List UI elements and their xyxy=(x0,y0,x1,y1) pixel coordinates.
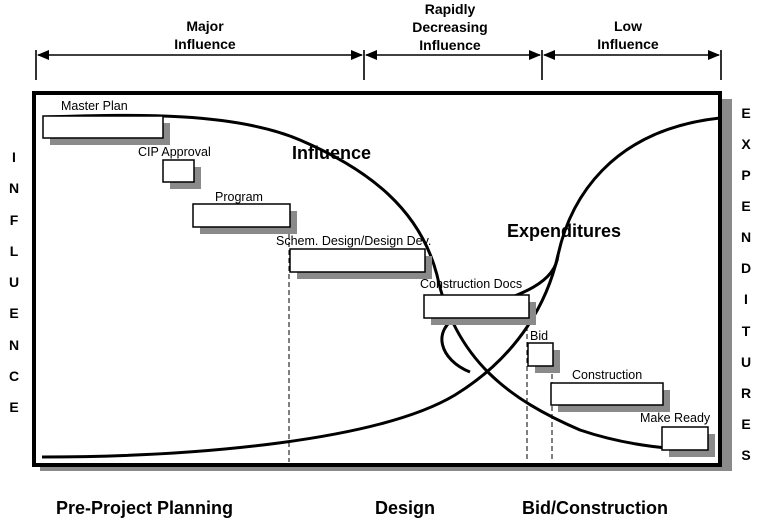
rapid-line-1: Rapidly xyxy=(424,1,476,17)
make-ready-box xyxy=(661,426,709,451)
program-box xyxy=(192,203,291,228)
axis-letter: U xyxy=(8,274,20,290)
axis-letter: E xyxy=(9,399,19,415)
rapid-influence-label: Rapidly Decreasing Influence xyxy=(395,0,505,54)
rapid-line-3: Influence xyxy=(419,37,481,53)
axis-letter: L xyxy=(9,242,19,259)
major-influence-label: Major Influence xyxy=(150,17,260,53)
major-line-2: Influence xyxy=(174,36,236,52)
low-line-1: Low xyxy=(614,18,642,34)
low-influence-label: Low Influence xyxy=(573,17,683,53)
major-line-1: Major xyxy=(186,18,224,34)
expenditures-curve xyxy=(41,116,721,459)
construction-box xyxy=(550,382,664,406)
axis-letter: D xyxy=(740,260,752,277)
phase-design: Design xyxy=(375,498,436,518)
axis-letter: N xyxy=(8,180,20,197)
low-line-2: Influence xyxy=(597,36,659,52)
construction-label: Construction xyxy=(572,368,643,382)
phase-bid-construction: Bid/Construction xyxy=(522,498,668,518)
influence-axis-label: I N F L U E N C E xyxy=(7,149,21,415)
master-plan-label: Master Plan xyxy=(61,99,128,113)
milestone-lines xyxy=(288,226,553,462)
schematic-design-label: Schem. Design/Design Dev. xyxy=(276,234,432,248)
axis-letter: I xyxy=(744,291,748,308)
axis-letter: E xyxy=(741,415,751,432)
axis-letter: R xyxy=(740,384,752,401)
axis-letter: T xyxy=(741,322,751,339)
construction-docs-box xyxy=(423,294,530,319)
phase-arrows xyxy=(35,50,722,80)
axis-letter: E xyxy=(741,105,751,121)
bid-box xyxy=(527,342,554,367)
influence-curve xyxy=(43,113,707,452)
schematic-design-box xyxy=(289,248,426,273)
cip-approval-label: CIP Approval xyxy=(138,145,211,159)
expenditures-axis-label: E X P E N D I T U R E S xyxy=(739,105,753,463)
axis-letter: F xyxy=(9,211,19,228)
axis-letter: X xyxy=(741,136,751,153)
axis-letter: E xyxy=(9,305,19,322)
rapid-line-2: Decreasing xyxy=(412,19,488,35)
axis-letter: N xyxy=(740,229,752,246)
axis-letter: C xyxy=(8,367,20,384)
axis-letter: I xyxy=(12,149,16,165)
influence-curve-label: Influence xyxy=(292,143,372,163)
cip-approval-box xyxy=(162,159,195,183)
axis-letter: S xyxy=(741,446,751,463)
task-boxes xyxy=(42,115,715,457)
axis-letter: P xyxy=(741,167,751,184)
construction-docs-label: Construction Docs xyxy=(420,277,523,291)
master-plan-box xyxy=(42,115,164,139)
phase-pre-project-planning: Pre-Project Planning xyxy=(56,498,234,518)
axis-letter: U xyxy=(740,353,752,370)
program-label: Program xyxy=(215,190,263,204)
expenditures-curve-label: Expenditures xyxy=(507,221,622,241)
axis-letter: E xyxy=(741,198,751,215)
make-ready-label: Make Ready xyxy=(640,411,711,425)
axis-letter: N xyxy=(8,336,20,353)
bid-label: Bid xyxy=(530,329,549,343)
